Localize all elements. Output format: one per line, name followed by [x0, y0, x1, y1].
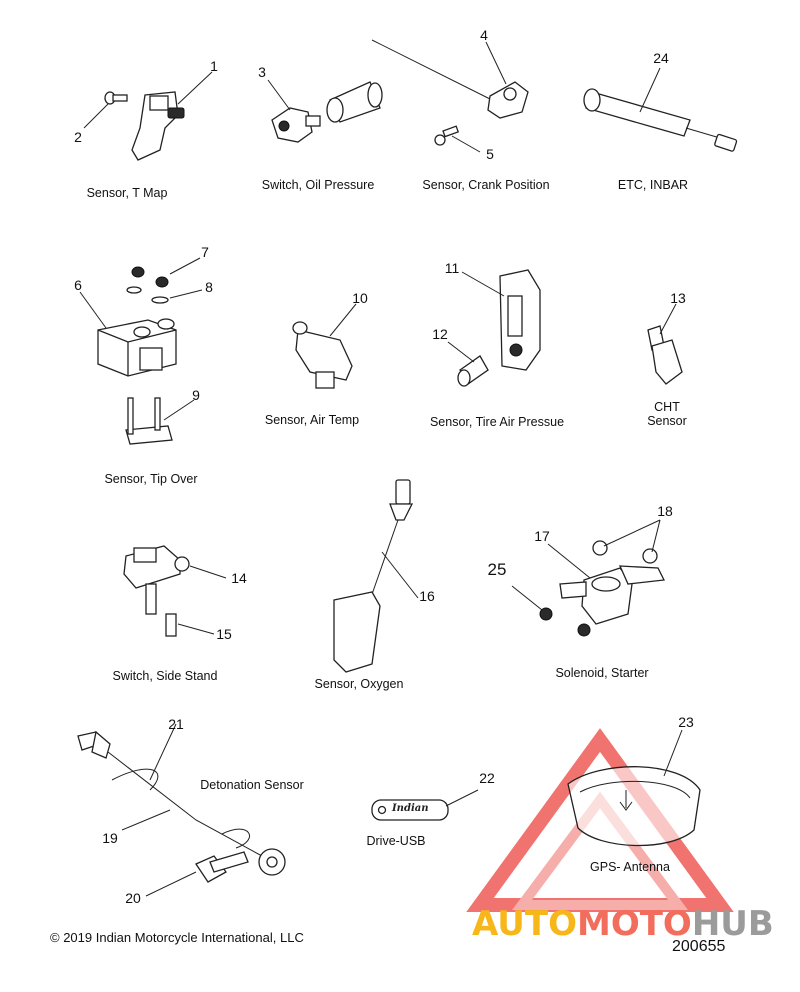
callout-9: 9: [192, 387, 200, 403]
cht-sensor-part: [647, 303, 683, 385]
tip-over-bracket-part: [125, 397, 195, 445]
oil-pressure-switch-part: [267, 79, 321, 143]
watermark-moto: MOTO: [576, 904, 692, 944]
label-side-stand-switch: Switch, Side Stand: [112, 669, 218, 683]
callout-11: 11: [444, 260, 460, 276]
callout-12: 12: [432, 326, 448, 342]
callout-1: 1: [210, 58, 218, 74]
callout-18: 18: [657, 503, 673, 519]
callout-16: 16: [419, 588, 435, 604]
callout-25: 25: [487, 560, 507, 579]
tip-over-sensor-part: [79, 257, 203, 377]
callout-13: 13: [670, 290, 686, 306]
label-detonation-sensor: Detonation Sensor: [200, 778, 304, 792]
callout-5: 5: [486, 146, 494, 162]
label-oil-pressure-switch: Switch, Oil Pressure: [261, 178, 375, 192]
label-oxygen-sensor: Sensor, Oxygen: [314, 677, 404, 691]
label-tire-pressure-sensor: Sensor, Tire Air Pressue: [429, 415, 565, 429]
usb-brand-text: Indian: [392, 803, 429, 814]
label-tip-over-sensor: Sensor, Tip Over: [104, 472, 198, 486]
label-crank-position-sensor: Sensor, Crank Position: [422, 178, 550, 192]
t-map-sensor-part: [131, 71, 213, 161]
crank-screw-part: [434, 125, 481, 153]
detonation-bolt-part: [145, 851, 249, 897]
callout-6: 6: [74, 277, 82, 293]
callout-4: 4: [480, 27, 488, 43]
copyright-text: © 2019 Indian Motorcycle International, …: [50, 930, 304, 945]
reference-number: 200655: [672, 938, 726, 955]
side-stand-switch-part: [123, 545, 227, 637]
usb-drive-part: [371, 789, 479, 821]
crank-position-sensor-part: [371, 39, 529, 119]
watermark-logo: AUTOMOTOHUB: [472, 904, 774, 944]
detonation-sensor-part: [77, 723, 286, 876]
tire-pressure-sensor-part: [461, 269, 541, 371]
watermark-auto: AUTO: [472, 904, 577, 944]
callout-3: 3: [258, 64, 266, 80]
label-t-map-sensor: Sensor, T Map: [86, 186, 168, 200]
air-temp-sensor-part: [292, 303, 357, 389]
starter-solenoid-part: [547, 519, 665, 637]
label-air-temp-sensor: Sensor, Air Temp: [264, 413, 360, 427]
callout-22: 22: [479, 770, 495, 786]
callout-24: 24: [653, 50, 669, 66]
callout-20: 20: [125, 890, 141, 906]
solenoid-bolt-part: [511, 585, 553, 621]
oil-filter-part: [326, 81, 383, 123]
callout-15: 15: [216, 626, 232, 642]
callout-10: 10: [352, 290, 368, 306]
callout-21: 21: [168, 716, 184, 732]
label-gps-antenna: GPS- Antenna: [590, 860, 670, 874]
callout-2: 2: [74, 129, 82, 145]
label-starter-solenoid: Solenoid, Starter: [555, 666, 649, 680]
gps-antenna-part: [567, 729, 701, 847]
callout-17: 17: [534, 528, 550, 544]
callout-7: 7: [201, 244, 209, 260]
callout-14: 14: [231, 570, 247, 586]
tire-valve-part: [447, 341, 489, 387]
label-usb-drive: Drive-USB: [366, 834, 426, 848]
t-map-screw-part: [83, 91, 128, 129]
label-cht-sensor: CHT Sensor: [647, 400, 687, 429]
oxygen-sensor-part: [333, 479, 419, 673]
callout-8: 8: [205, 279, 213, 295]
watermark-hub: HUB: [691, 904, 774, 944]
callout-19: 19: [102, 830, 118, 846]
etc-inbar-part: [583, 67, 738, 152]
label-etc-inbar: ETC, INBAR: [617, 178, 689, 192]
callout-23: 23: [678, 714, 694, 730]
